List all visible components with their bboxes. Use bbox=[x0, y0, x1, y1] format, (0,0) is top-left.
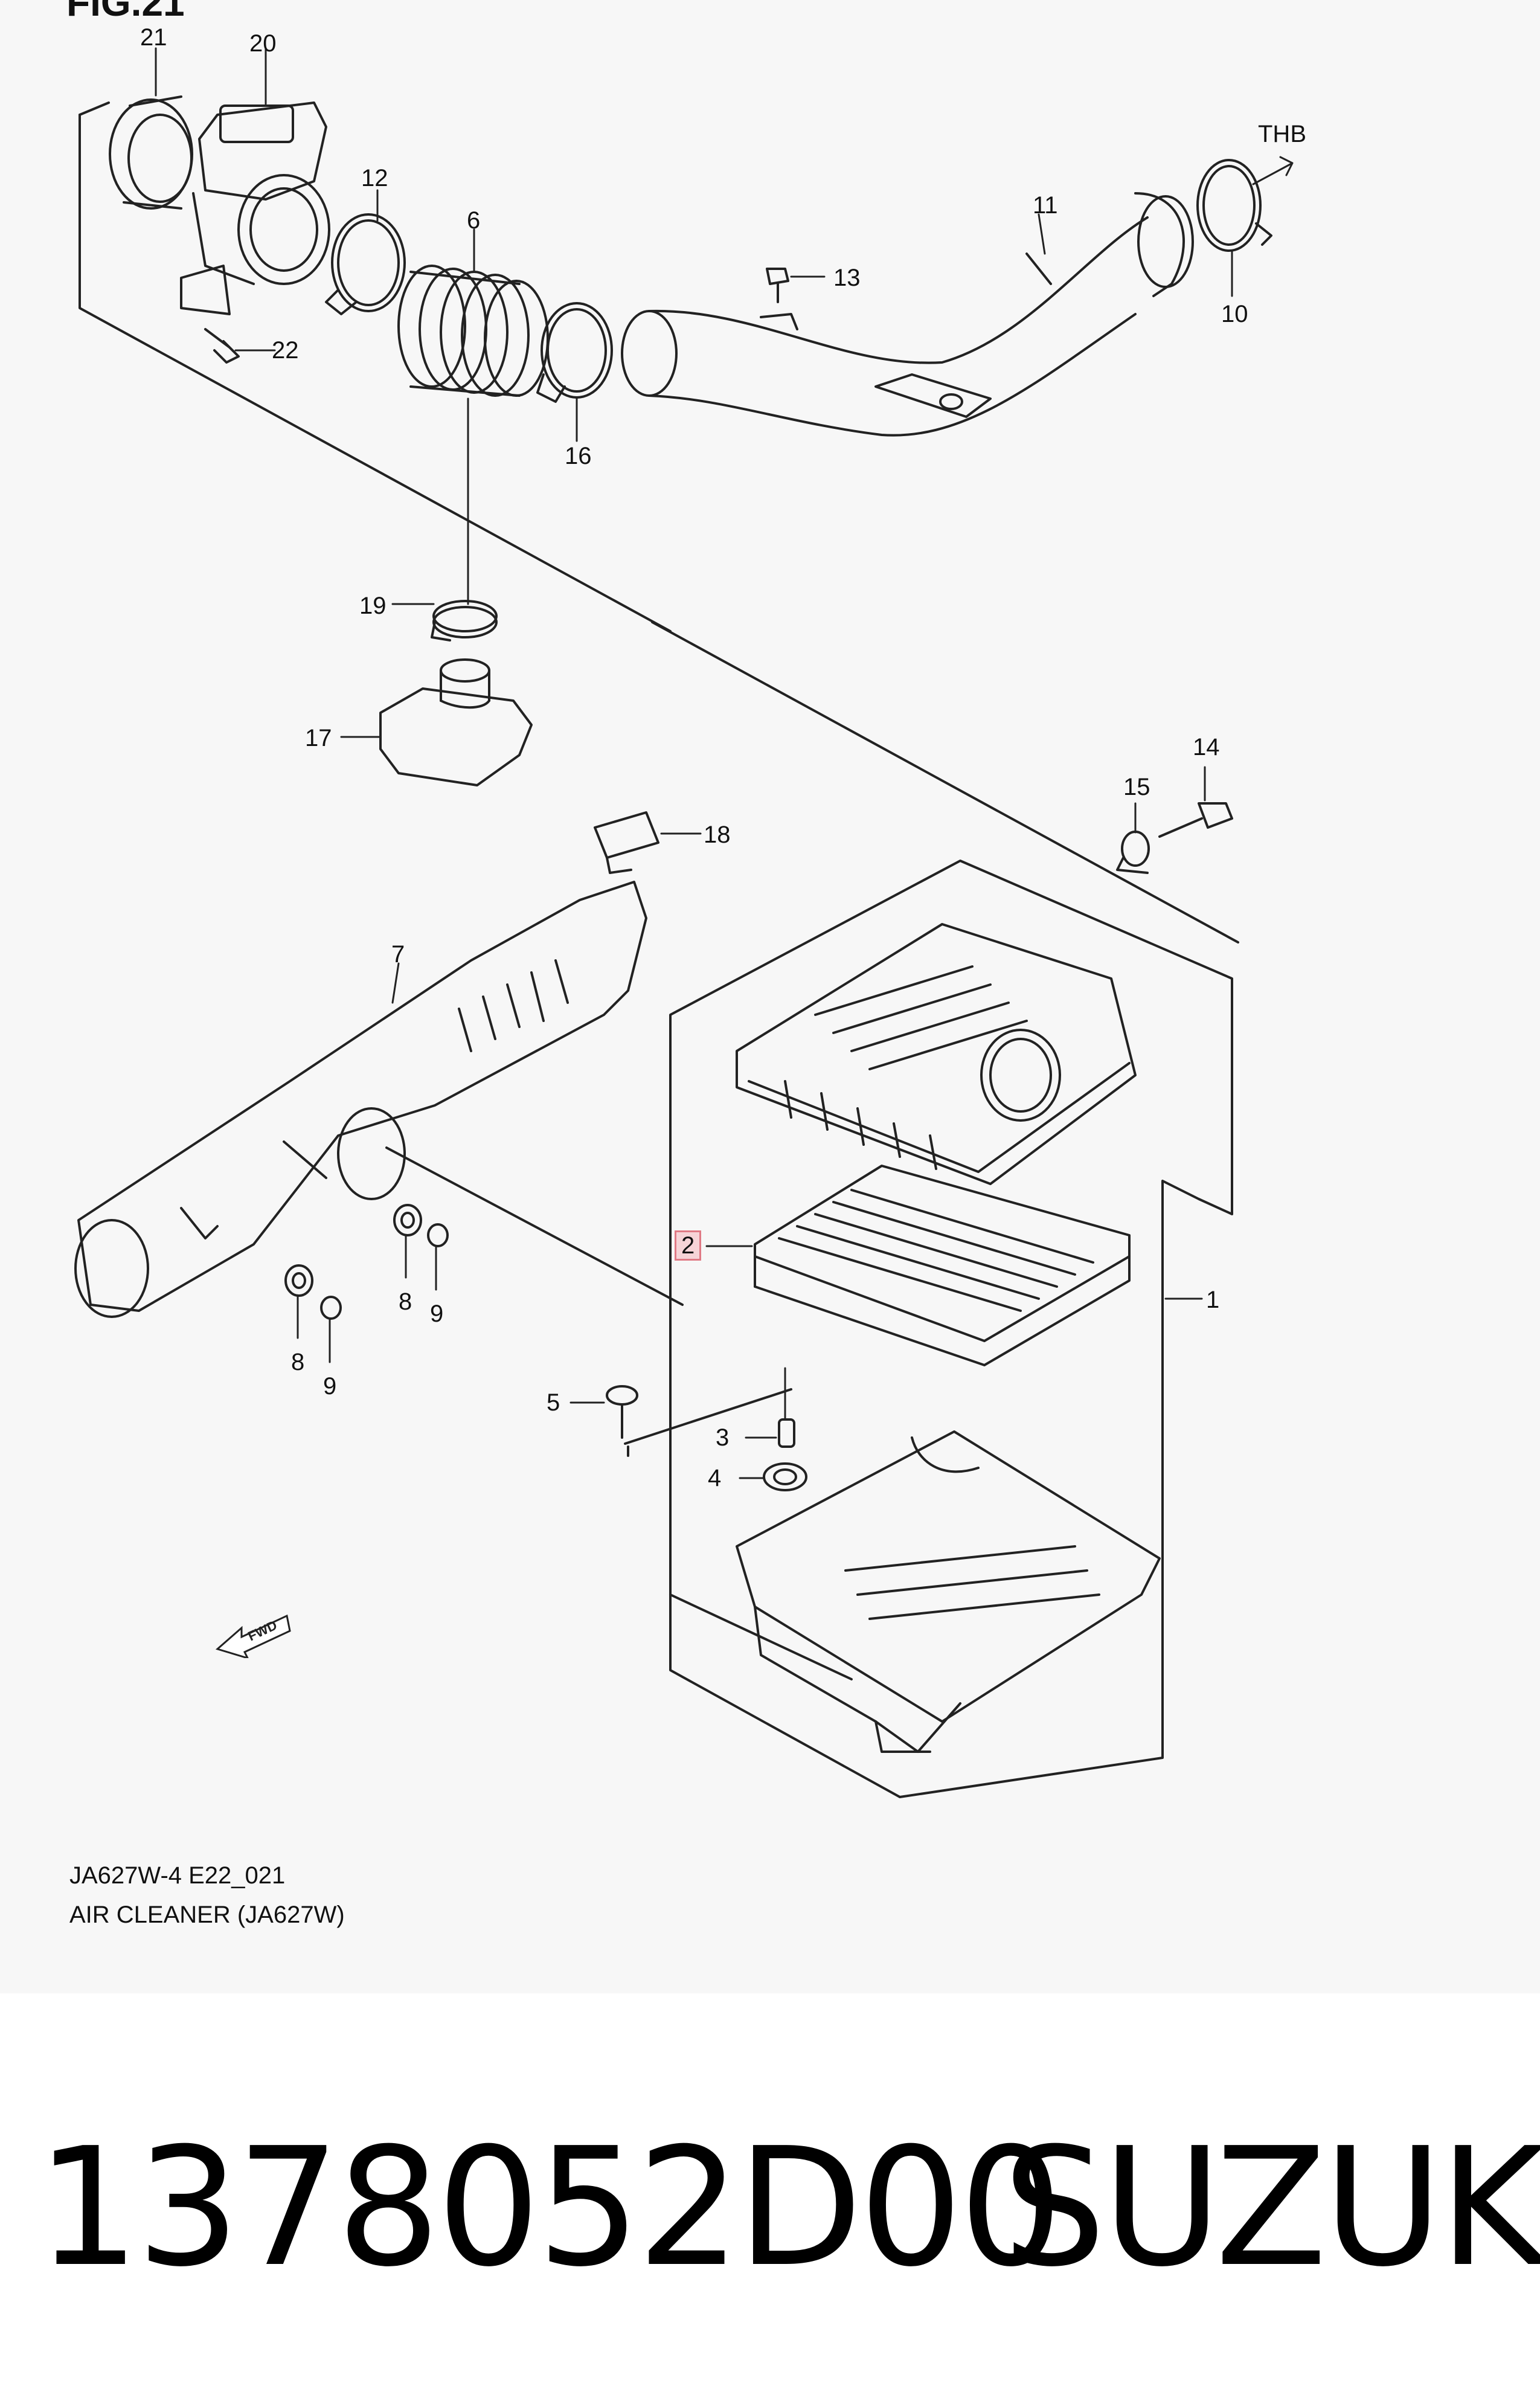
frame-line-lower bbox=[385, 1146, 684, 1306]
assembly-box bbox=[669, 860, 1233, 1798]
callout-21: 21 bbox=[140, 24, 167, 51]
callout-4: 4 bbox=[708, 1465, 722, 1491]
callout-9-upper: 9 bbox=[430, 1300, 444, 1327]
callout-5: 5 bbox=[547, 1389, 560, 1416]
bolt-13 bbox=[766, 268, 789, 303]
callout-18: 18 bbox=[704, 821, 731, 848]
figure-title: FIG.21 bbox=[66, 0, 185, 24]
fwd-arrow-icon: FWD bbox=[215, 1614, 291, 1658]
direction-label-thb: THB bbox=[1258, 121, 1306, 147]
sensor-14 bbox=[1158, 802, 1233, 838]
caption-title: AIR CLEANER (JA627W) bbox=[69, 1902, 345, 1928]
callout-8-lower: 8 bbox=[291, 1349, 305, 1375]
intake-pipe-11 bbox=[621, 192, 1194, 437]
grommet-8-lower bbox=[284, 1264, 313, 1297]
assembly-box-front bbox=[624, 1388, 853, 1680]
callout-20: 20 bbox=[249, 30, 277, 57]
callout-13: 13 bbox=[833, 265, 861, 291]
part-number: 1378052D00 bbox=[36, 2112, 1063, 2303]
hose-clamp-16 bbox=[536, 302, 613, 403]
nut-9-lower bbox=[320, 1296, 342, 1320]
callout-22: 22 bbox=[272, 337, 299, 364]
callout-10: 10 bbox=[1221, 301, 1248, 327]
grommet-15 bbox=[1116, 831, 1150, 874]
callout-8-upper: 8 bbox=[399, 1288, 412, 1315]
callout-16: 16 bbox=[565, 443, 592, 469]
resonator-17 bbox=[379, 658, 533, 786]
callout-2-highlighted[interactable]: 2 bbox=[674, 1230, 702, 1261]
callout-3: 3 bbox=[716, 1424, 730, 1451]
bushing-3 bbox=[778, 1418, 795, 1448]
callout-9-lower: 9 bbox=[323, 1373, 337, 1400]
nut-9-upper bbox=[427, 1223, 449, 1247]
callout-6: 6 bbox=[467, 207, 481, 234]
ring-seal-21 bbox=[109, 95, 193, 210]
bolt-22 bbox=[204, 328, 240, 364]
clip-18 bbox=[594, 811, 659, 874]
callout-14: 14 bbox=[1193, 734, 1220, 760]
callout-17: 17 bbox=[305, 725, 332, 751]
caption-code: JA627W-4 E22_021 bbox=[69, 1862, 286, 1889]
maf-sensor-20 bbox=[180, 101, 330, 315]
hose-clamp-19 bbox=[431, 600, 498, 641]
intake-duct-7 bbox=[74, 881, 647, 1318]
hose-clamp-12 bbox=[325, 213, 406, 315]
frame-line-right bbox=[79, 101, 110, 116]
bellows-hose-6 bbox=[397, 265, 549, 397]
callout-1: 1 bbox=[1206, 1287, 1220, 1313]
callout-11: 11 bbox=[1033, 192, 1058, 219]
screw-5 bbox=[606, 1385, 638, 1439]
brand-name: SUZUKI bbox=[1003, 2112, 1540, 2303]
exploded-parts-drawing bbox=[74, 47, 1294, 1798]
air-cleaner-cover bbox=[736, 923, 1137, 1185]
diagram-sheet: FIG.21 bbox=[66, 0, 1306, 1928]
grommet-4 bbox=[763, 1462, 807, 1491]
frame-line-upper bbox=[79, 114, 1239, 944]
grommet-8-upper bbox=[393, 1204, 422, 1236]
air-filter-element-2 bbox=[754, 1165, 1131, 1366]
callout-7: 7 bbox=[391, 941, 405, 968]
air-cleaner-case bbox=[736, 1430, 1161, 1753]
callout-15: 15 bbox=[1123, 774, 1150, 800]
callout-12: 12 bbox=[361, 165, 388, 191]
callout-19: 19 bbox=[359, 593, 387, 619]
hose-clamp-10 bbox=[1196, 159, 1272, 252]
